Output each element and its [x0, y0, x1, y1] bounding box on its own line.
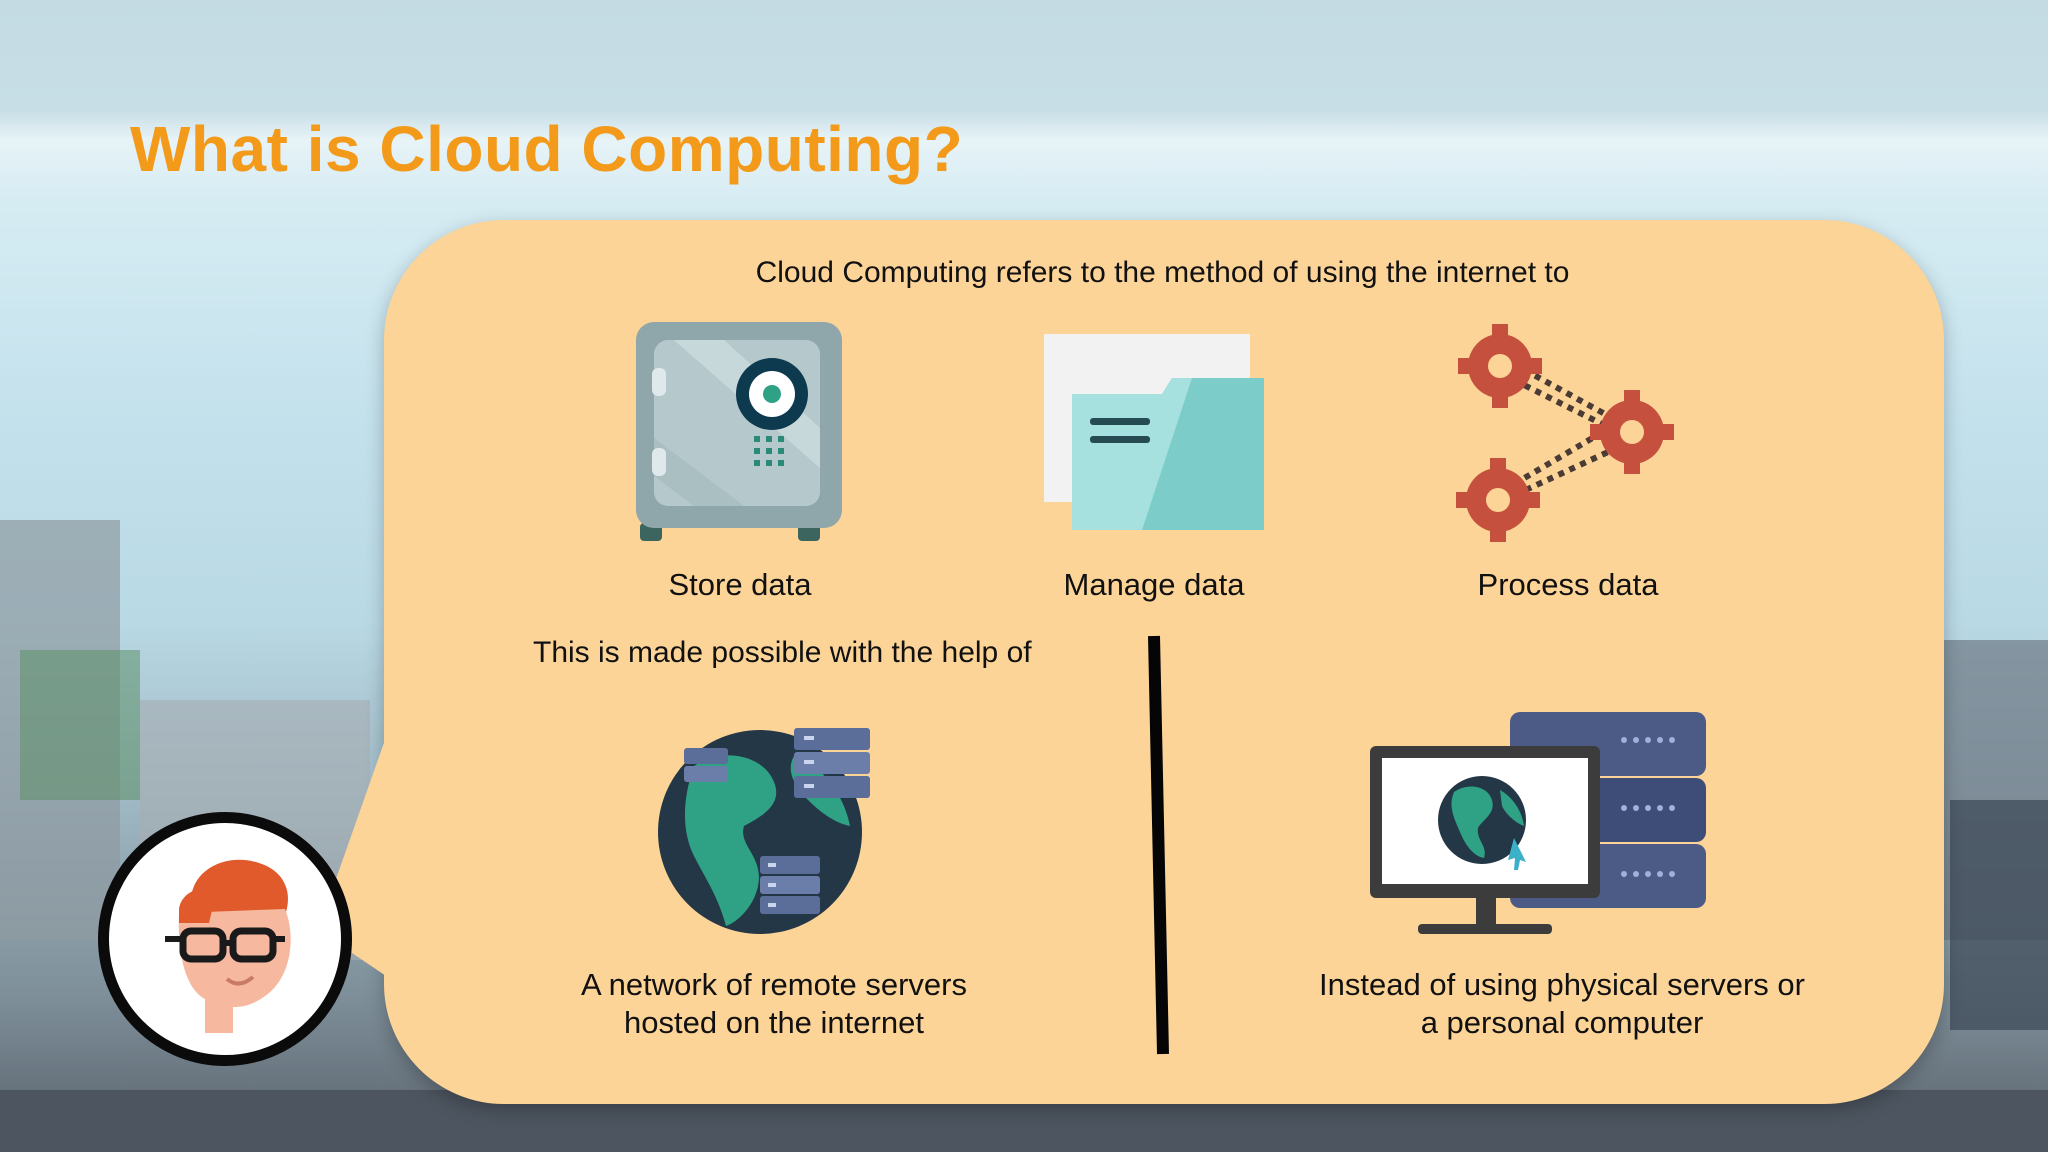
physical-servers-label-line1: Instead of using physical servers or: [1319, 967, 1805, 1002]
remote-servers-label: A network of remote servers hosted on th…: [524, 966, 1024, 1042]
folder-icon: [1044, 334, 1264, 530]
background-building: [20, 650, 140, 800]
background-building: [1950, 800, 2048, 1030]
remote-servers-label-line2: hosted on the internet: [624, 1005, 924, 1040]
globe-servers-icon: [658, 728, 870, 934]
computer-server-icon: [1370, 712, 1706, 934]
helper-text: This is made possible with the help of: [533, 636, 1032, 669]
safe-icon: [636, 322, 842, 541]
process-data-label: Process data: [1477, 567, 1659, 602]
page-title: What is Cloud Computing?: [130, 113, 964, 185]
remote-servers-label-line1: A network of remote servers: [581, 967, 967, 1002]
presenter-face-icon: [165, 859, 291, 1033]
store-data-label: Store data: [668, 567, 812, 602]
manage-data-label: Manage data: [1063, 567, 1245, 602]
avatar: [98, 812, 352, 1066]
gears-icon: [1456, 324, 1674, 542]
physical-servers-label: Instead of using physical servers or a p…: [1272, 966, 1852, 1042]
intro-text: Cloud Computing refers to the method of …: [755, 256, 1570, 289]
physical-servers-label-line2: a personal computer: [1420, 1005, 1704, 1040]
